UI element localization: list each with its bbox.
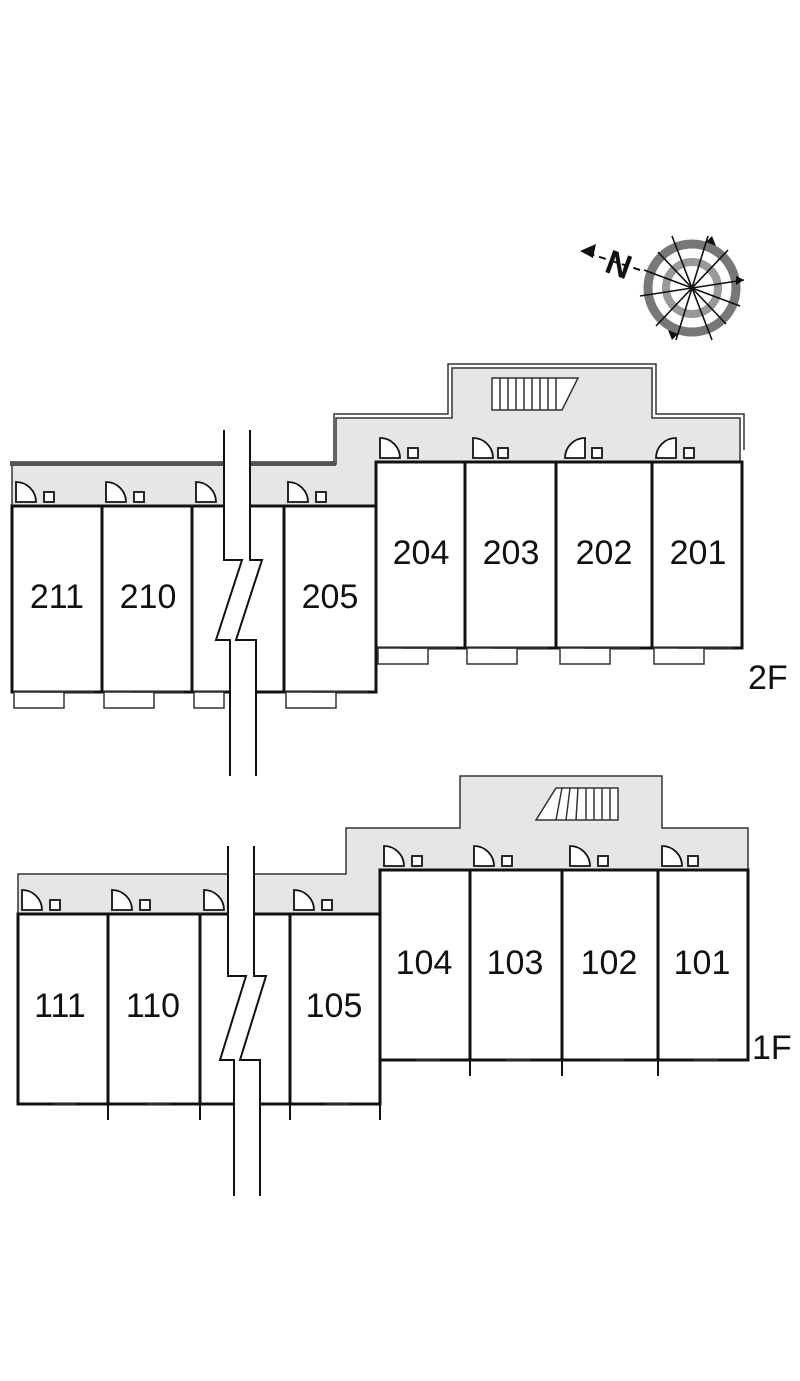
north-label: N xyxy=(601,243,637,287)
unit-104 xyxy=(378,868,472,1062)
unit-101 xyxy=(656,868,750,1062)
unit-label-104: 104 xyxy=(396,944,453,982)
unit-labels-1f: 111 110 105 104 103 102 101 xyxy=(34,944,730,1025)
break-line-icon-2f xyxy=(214,430,264,776)
staircase-1f xyxy=(534,787,619,821)
unit-label-202: 202 xyxy=(576,534,633,572)
unit-label-205: 205 xyxy=(302,578,359,616)
unit-label-111: 111 xyxy=(34,987,86,1025)
break-line-icon-1f xyxy=(218,846,268,1196)
unit-label-204: 204 xyxy=(393,534,450,572)
north-arrow-icon xyxy=(580,244,641,271)
staircase-2f xyxy=(491,377,580,411)
unit-label-110: 110 xyxy=(126,987,180,1025)
unit-203 xyxy=(463,460,558,650)
compass-icon xyxy=(639,235,745,341)
floor-2f-plan xyxy=(10,363,745,776)
unit-label-105: 105 xyxy=(306,987,363,1025)
unit-105 xyxy=(288,912,382,1106)
door-icons-2f xyxy=(15,437,695,503)
unit-labels-2f: 211 210 205 204 203 202 201 xyxy=(30,534,726,616)
unit-label-211: 211 xyxy=(30,578,84,616)
unit-205 xyxy=(282,504,378,694)
unit-label-102: 102 xyxy=(581,944,638,982)
floor-label-2f: 2F xyxy=(748,659,788,697)
unit-204 xyxy=(374,460,467,650)
floor-label-1f: 1F xyxy=(752,1029,792,1067)
unit-label-201: 201 xyxy=(670,534,727,572)
balconies-2f xyxy=(13,647,705,709)
unit-201 xyxy=(650,460,744,650)
unit-label-101: 101 xyxy=(674,944,731,982)
door-icons-1f xyxy=(21,845,699,911)
floor-1f-plan xyxy=(16,775,750,1196)
unit-label-210: 210 xyxy=(120,578,177,616)
unit-102 xyxy=(560,868,660,1062)
unit-label-103: 103 xyxy=(487,944,544,982)
unit-label-203: 203 xyxy=(483,534,540,572)
